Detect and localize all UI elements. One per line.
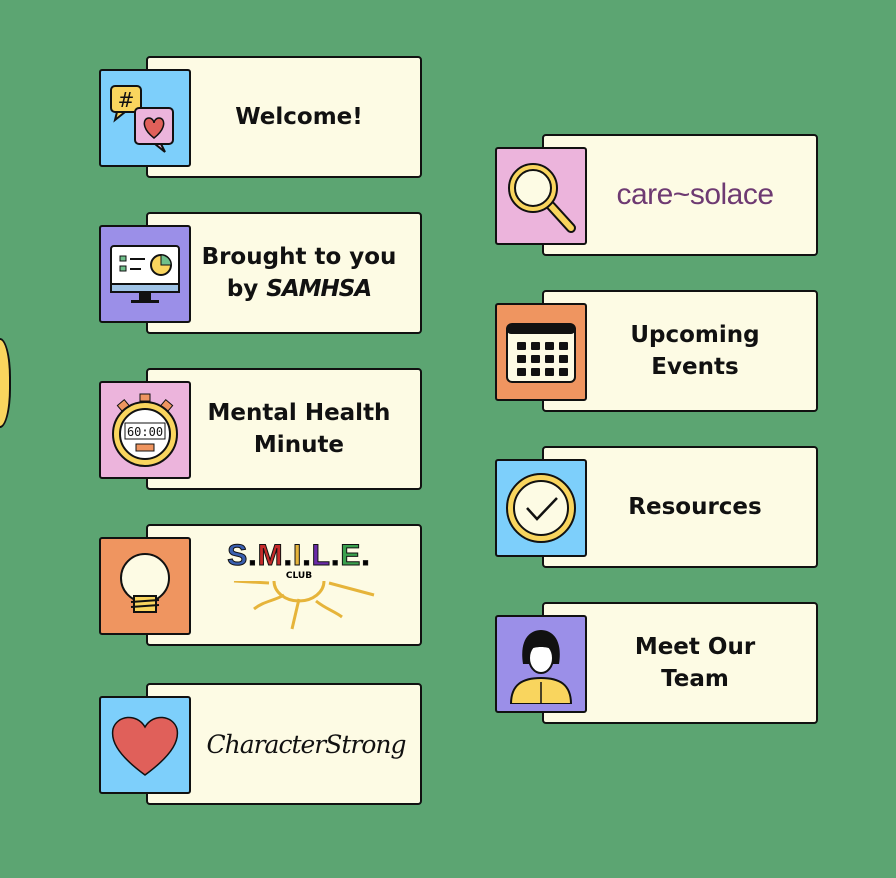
smile-card[interactable]: S.M.I.L.E. CLUB (146, 524, 422, 646)
person-icon (495, 615, 587, 713)
events-line1: Upcoming (630, 322, 760, 348)
smile-club-sub: CLUB (285, 571, 313, 581)
stopwatch-time: 60:00 (127, 425, 163, 439)
sun-rays-graphic (233, 581, 375, 630)
care-solace-card[interactable]: care~solace (542, 134, 818, 256)
team-line2: Team (661, 666, 729, 692)
mhm-line2: Minute (253, 432, 345, 458)
welcome-label: Welcome! (235, 104, 363, 130)
stopwatch-icon: 60:00 (99, 381, 191, 479)
lightbulb-icon (99, 537, 191, 635)
heart-icon (99, 696, 191, 794)
smile-logo: S.M.I.L.E. (227, 539, 371, 573)
magnifier-icon (495, 147, 587, 245)
care-solace-logo: care~solace (616, 178, 774, 211)
resources-tile[interactable]: Resources (495, 446, 821, 572)
resources-label: Resources (628, 494, 762, 520)
svg-text:#: # (118, 88, 135, 112)
character-strong-card[interactable]: CharacterStrong (146, 683, 422, 805)
character-strong-logo: CharacterStrong (206, 729, 406, 759)
events-line2: Events (651, 354, 739, 380)
calendar-icon (495, 303, 587, 401)
smile-club-tile[interactable]: S.M.I.L.E. CLUB (99, 524, 425, 650)
team-line1: Meet Our (634, 634, 756, 660)
care-solace-tile[interactable]: care~solace (495, 134, 821, 260)
decorative-yellow-circle (0, 338, 11, 428)
welcome-tile[interactable]: Welcome! # (99, 56, 425, 182)
checkmark-circle-icon (495, 459, 587, 557)
samhsa-line1: Brought to you (201, 244, 397, 270)
samhsa-tile[interactable]: Brought to you by SAMHSA (99, 212, 425, 338)
mhm-line1: Mental Health (207, 400, 391, 426)
computer-monitor-icon (99, 225, 191, 323)
chat-bubbles-icon: # (99, 69, 191, 167)
welcome-card[interactable]: Welcome! (146, 56, 422, 178)
samhsa-by: by (226, 276, 259, 302)
samhsa-logo: SAMHSA (266, 276, 372, 302)
resources-card[interactable]: Resources (542, 446, 818, 568)
character-strong-tile[interactable]: CharacterStrong (99, 683, 425, 809)
